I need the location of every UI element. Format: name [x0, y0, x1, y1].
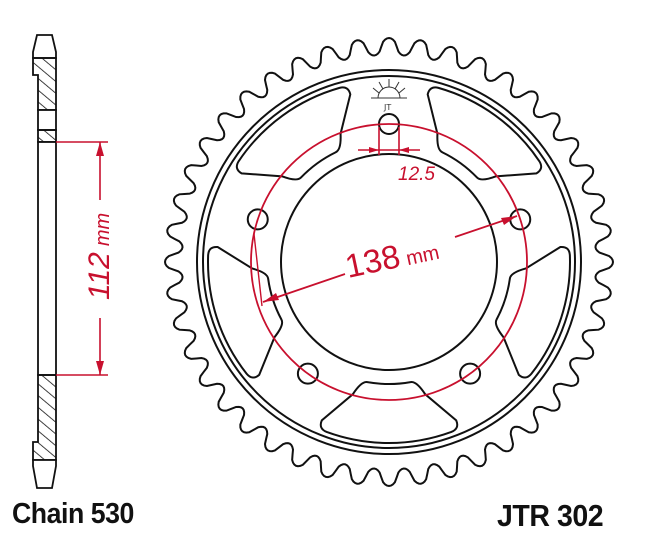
offset-dimension-label: 112mm — [83, 213, 116, 300]
sprocket-front-view — [163, 36, 615, 488]
sun-logo-icon: JT — [371, 79, 407, 112]
lightening-window — [319, 381, 459, 445]
center-bore — [280, 153, 498, 371]
lightening-window — [235, 86, 352, 181]
lightening-window — [494, 245, 571, 379]
hub-hatched-band — [37, 129, 57, 143]
pitch-circle — [250, 123, 528, 401]
bolt-hole — [459, 362, 482, 385]
svg-text:JT: JT — [383, 103, 391, 112]
bolt-hole — [296, 362, 319, 385]
lightening-window — [426, 86, 543, 181]
bottom-tooth-cap — [32, 459, 57, 489]
part-number-label: JTR 302 — [497, 498, 604, 533]
offset-dimension — [56, 141, 108, 376]
pcd-dimension — [250, 123, 528, 401]
top-gap — [37, 109, 57, 131]
lightening-windows — [207, 86, 571, 445]
bolt-hole — [246, 208, 269, 231]
rim-outer-circle — [196, 69, 582, 455]
bore-section — [37, 141, 57, 376]
bottom-hatched-section — [32, 374, 57, 461]
hole-dimension — [358, 127, 420, 155]
pcd-dimension-label: 138mm — [342, 229, 442, 285]
side-profile — [32, 34, 57, 489]
sprocket-teeth-outline — [163, 36, 615, 488]
hole-dimension-label: 12.5 — [398, 164, 435, 185]
chain-size-label: Chain 530 — [12, 498, 134, 530]
top-tooth-cap — [32, 34, 57, 59]
top-hatched-section — [32, 57, 57, 111]
lightening-window — [207, 245, 284, 379]
rim-inner-circle — [202, 75, 576, 449]
